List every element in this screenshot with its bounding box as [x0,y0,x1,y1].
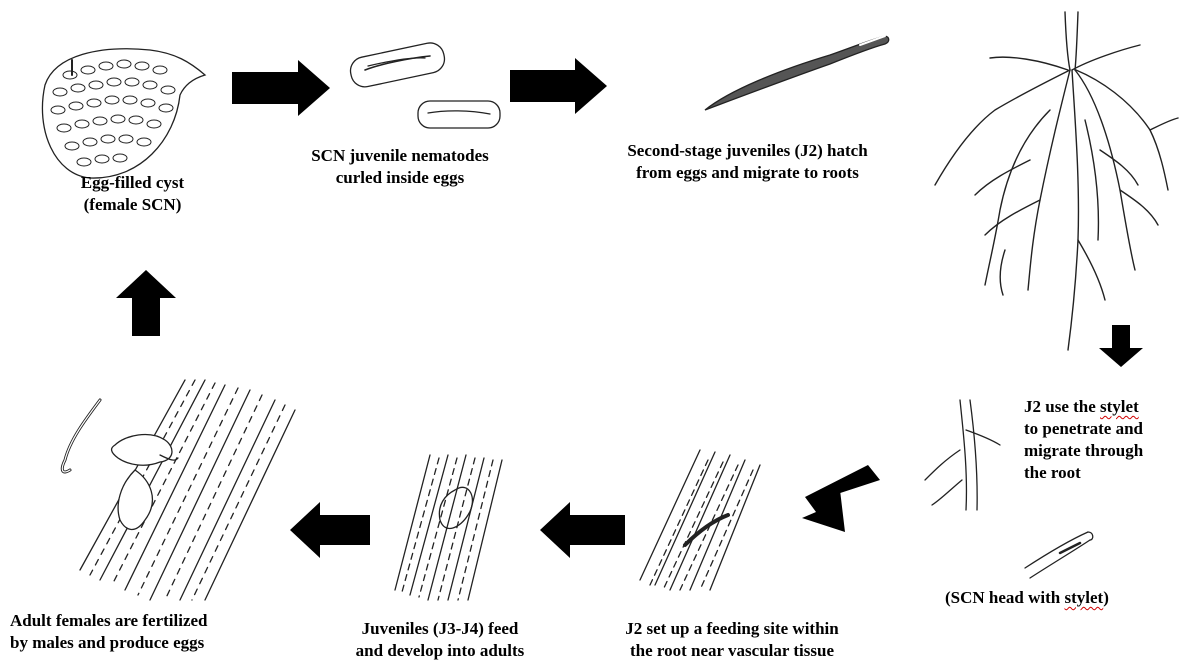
root-penetration-drawing [925,400,1000,510]
eggs-drawing [348,40,500,128]
root-system-drawing [935,12,1178,350]
arrow-roots-to-penetrate [1099,325,1143,367]
arrow-develop-to-adults [290,502,370,558]
arrow-feeding-to-develop [540,502,625,558]
label-j2-penetrate: J2 use the stylet to penetrate and migra… [1024,396,1184,484]
label-juveniles-develop: Juveniles (J3-J4) feed and develop into … [325,618,555,662]
arrow-eggs-to-hatch [510,58,607,114]
label-feeding-site: J2 set up a feeding site within the root… [572,618,892,662]
feeding-site-drawing [640,450,760,590]
arrow-cyst-to-eggs [232,60,330,116]
label-scn-head: (SCN head with stylet) [945,587,1185,609]
label-j2-hatch: Second-stage juveniles (J2) hatch from e… [575,140,920,184]
j2-juvenile-drawing [705,36,889,110]
arrow-adults-to-cyst [116,270,176,336]
developing-juvenile-drawing [395,455,502,600]
cyst-drawing [42,49,205,178]
label-egg-filled-cyst: Egg-filled cyst (female SCN) [40,172,225,216]
label-adult-females: Adult females are fertilized by males an… [10,610,300,654]
scn-head-drawing [1025,532,1093,578]
label-juveniles-in-eggs: SCN juvenile nematodes curled inside egg… [270,145,530,189]
adult-female-drawing [62,380,295,600]
arrow-penetrate-to-feeding [802,465,880,532]
